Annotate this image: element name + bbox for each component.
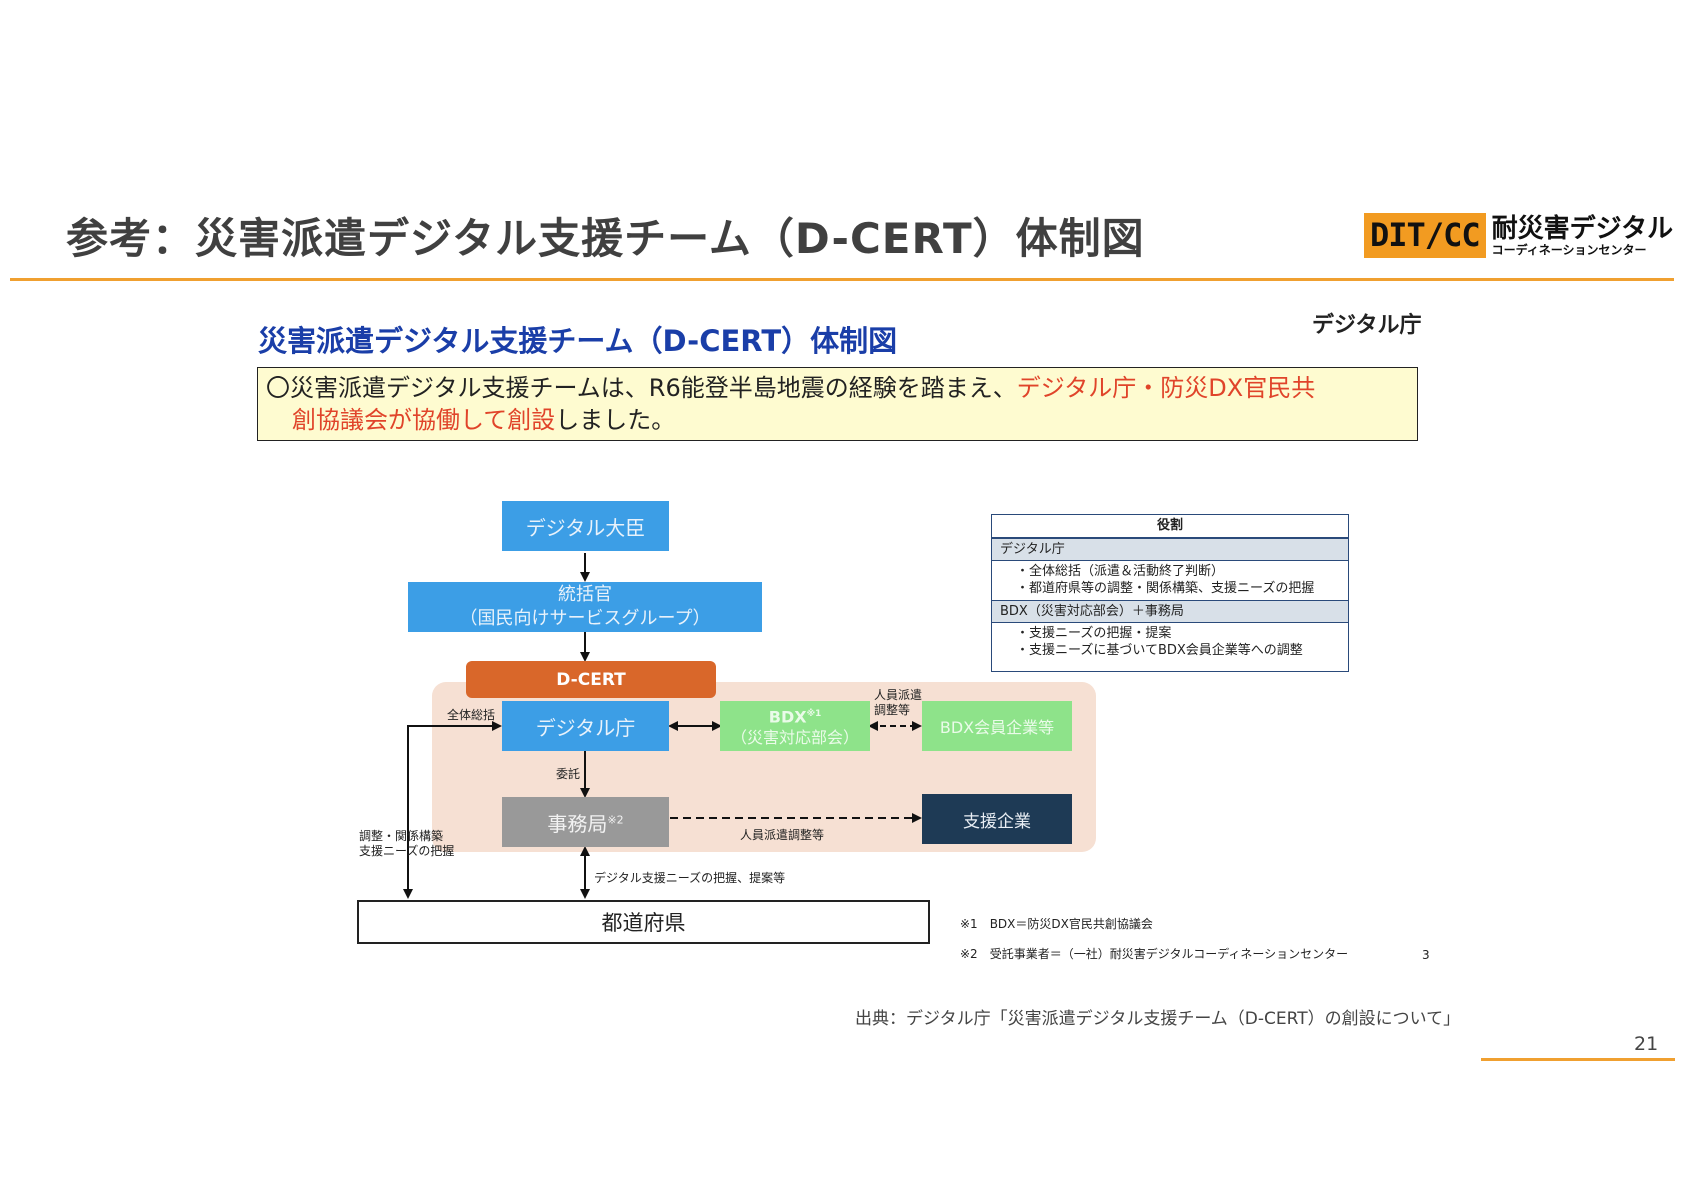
source-citation: 出典：デジタル庁「災害派遣デジタル支援チーム（D-CERT）の創設について」 <box>855 1009 1461 1029</box>
logo-main-text: 耐災害デジタル <box>1491 213 1674 244</box>
node-bdx: BDX※1 （災害対応部会） <box>720 701 870 751</box>
ditcc-logo: DIT/CC 耐災害デジタル コーディネーションセンター <box>1364 213 1673 258</box>
label-personnel-adjust: 人員派遣調整等 <box>740 828 825 842</box>
page-title: 参考：災害派遣デジタル支援チーム（D-CERT）体制図 <box>66 214 1145 263</box>
roles-item: ・支援ニーズに基づいてBDX会員企業等への調整 <box>1016 643 1303 658</box>
inner-page-number: 3 <box>1422 948 1430 962</box>
agency-tag: デジタル庁 <box>1312 313 1422 338</box>
node-bdx-line1: BDX <box>768 707 807 727</box>
summary-suffix: しました。 <box>555 406 676 434</box>
label-coordination-line2: 支援ニーズの把握 <box>359 844 455 858</box>
footer-divider <box>1481 1058 1675 1061</box>
roles-section-title: デジタル庁 <box>992 539 1348 561</box>
node-director-general: 統括官 （国民向けサービスグループ） <box>408 582 762 632</box>
roles-section-items: ・支援ニーズの把握・提案 ・支援ニーズに基づいてBDX会員企業等への調整 <box>992 623 1348 662</box>
page-number: 21 <box>1634 1033 1659 1055</box>
roles-section-items: ・全体総括（派遣＆活動終了判断） ・都道府県等の調整・関係構築、支援ニーズの把握 <box>992 561 1348 601</box>
title-divider <box>10 278 1674 281</box>
label-personnel-line1: 人員派遣 <box>874 688 923 702</box>
label-personnel-line2: 調整等 <box>874 703 911 717</box>
logo-mark: DIT/CC <box>1364 213 1486 258</box>
label-coordination: 調整・関係構築 支援ニーズの把握 <box>359 829 454 859</box>
node-support-companies: 支援企業 <box>922 794 1072 844</box>
node-bdx-footnote-mark: ※1 <box>806 709 822 720</box>
node-bdx-members-label: BDX会員企業等 <box>939 718 1055 737</box>
node-dcert: D-CERT <box>466 661 716 698</box>
node-secretariat-footnote-mark: ※2 <box>607 812 624 826</box>
node-director-line2: （国民向けサービスグループ） <box>459 608 711 629</box>
node-prefectures: 都道府県 <box>357 900 930 944</box>
node-prefectures-label: 都道府県 <box>601 911 686 935</box>
slide-title: 災害派遣デジタル支援チーム（D-CERT）体制図 <box>258 324 898 358</box>
roles-table-header: 役割 <box>992 515 1348 539</box>
node-bdx-members: BDX会員企業等 <box>922 701 1072 751</box>
summary-highlight-1: デジタル庁・防災DX官民共 <box>1016 374 1316 402</box>
node-support-companies-label: 支援企業 <box>963 811 1031 832</box>
node-digital-minister: デジタル大臣 <box>502 501 669 551</box>
label-entrust: 委託 <box>556 767 581 781</box>
footnote-2: ※2 受託事業者＝（一社）耐災害デジタルコーディネーションセンター <box>960 947 1349 961</box>
roles-section-title: BDX（災害対応部会）＋事務局 <box>992 601 1348 623</box>
node-director-line1: 統括官 <box>558 584 612 605</box>
logo-sub-text: コーディネーションセンター <box>1491 242 1647 257</box>
node-digital-agency-label: デジタル庁 <box>535 715 636 740</box>
label-personnel: 人員派遣 調整等 <box>874 688 922 718</box>
node-bdx-line2: （災害対応部会） <box>730 727 859 747</box>
label-digital-needs: デジタル支援ニーズの把握、提案等 <box>594 871 786 885</box>
label-coordination-line1: 調整・関係構築 <box>359 829 444 843</box>
label-overall: 全体総括 <box>447 708 496 722</box>
node-secretariat-label: 事務局 <box>547 811 608 836</box>
arrow-agency-prefecture <box>403 721 502 899</box>
roles-item: ・支援ニーズの把握・提案 <box>1016 626 1172 641</box>
roles-item: ・全体総括（派遣＆活動終了判断） <box>1016 564 1225 579</box>
node-secretariat: 事務局※2 <box>502 797 669 847</box>
roles-table: 役割 デジタル庁 ・全体総括（派遣＆活動終了判断） ・都道府県等の調整・関係構築… <box>991 514 1349 672</box>
footnote-1: ※1 BDX＝防災DX官民共創協議会 <box>960 917 1153 931</box>
node-digital-minister-label: デジタル大臣 <box>525 515 646 540</box>
summary-highlight-2: 創協議会が協働して創設 <box>292 406 556 434</box>
node-digital-agency: デジタル庁 <box>502 701 669 751</box>
node-dcert-label: D-CERT <box>556 669 626 690</box>
summary-box: 〇災害派遣デジタル支援チームは、R6能登半島地震の経験を踏まえ、デジタル庁・防災… <box>257 367 1418 441</box>
summary-prefix: 〇災害派遣デジタル支援チームは、R6能登半島地震の経験を踏まえ、 <box>266 374 1017 402</box>
roles-item: ・都道府県等の調整・関係構築、支援ニーズの把握 <box>1016 581 1315 596</box>
